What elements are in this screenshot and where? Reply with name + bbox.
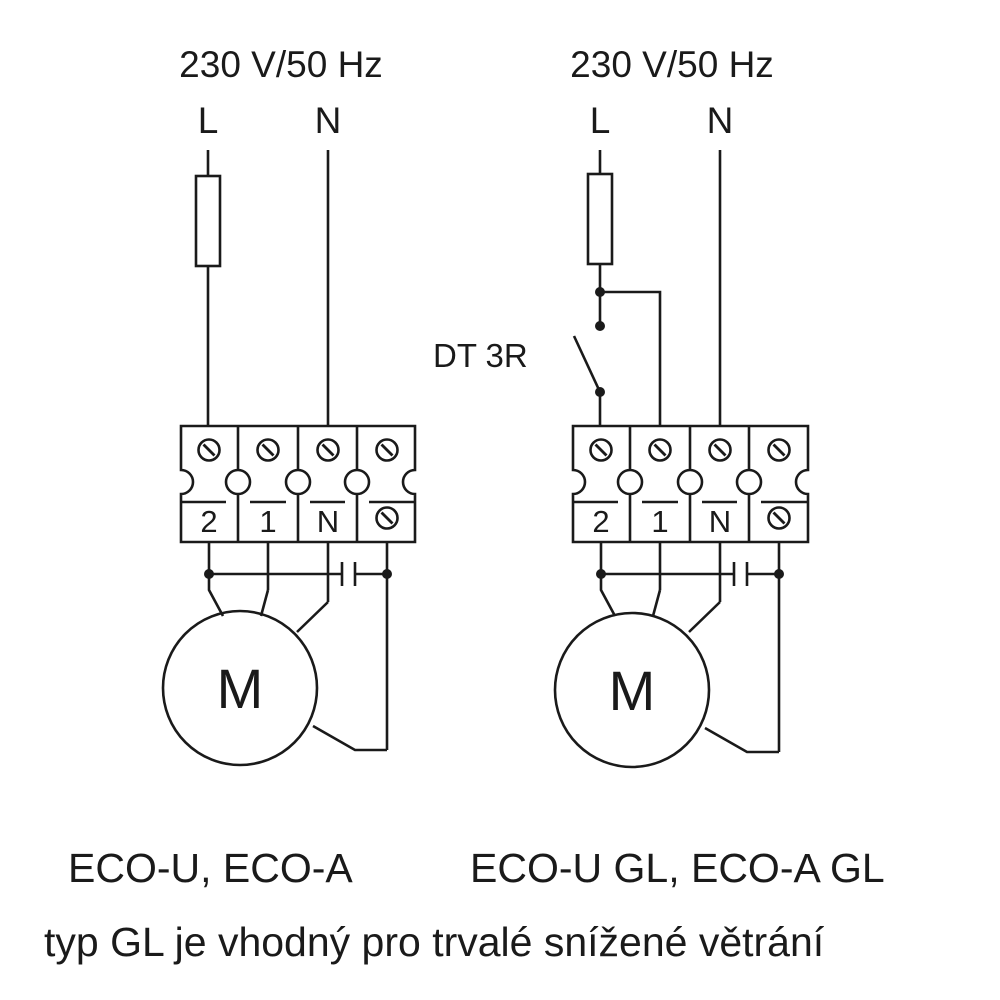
left-l-label: L [198,100,219,141]
right-l-label: L [590,100,611,141]
screw-terminal-icon [708,438,732,462]
right-terminal-1-label: 1 [651,504,668,539]
screw-terminal-icon [648,438,672,462]
screw-terminal-icon [256,438,280,462]
left-terminal-block [179,424,417,544]
motor-icon [553,611,711,769]
capacitor-icon [732,562,749,586]
left-supply-label: 230 V/50 Hz [179,44,383,85]
right-motor-label: M [609,659,656,722]
left-model-caption: ECO-U, ECO-A [68,845,353,891]
left-terminal-1-label: 1 [259,504,276,539]
switch-icon [572,321,605,397]
left-terminal-n-label: N [317,504,339,539]
left-n-label: N [315,100,342,141]
right-terminal-block [571,424,810,544]
screw-terminal-icon [197,438,221,462]
screw-terminal-icon [316,438,340,462]
right-supply-label: 230 V/50 Hz [570,44,774,85]
left-motor-label: M [217,657,264,720]
fuse-icon [194,174,222,268]
screw-terminal-icon [375,438,399,462]
fuse-icon [586,172,614,266]
right-terminal-2-label: 2 [592,504,609,539]
right-diagram: 230 V/50 Hz L N DT 3R [433,44,810,769]
left-terminal-2-label: 2 [200,504,217,539]
screw-terminal-icon [589,438,613,462]
right-n-label: N [707,100,734,141]
motor-icon [161,609,319,767]
screw-terminal-icon [767,438,791,462]
capacitor-icon [340,562,357,586]
footnote: typ GL je vhodný pro trvalé snížené větr… [44,919,825,965]
switch-label: DT 3R [433,337,528,374]
left-diagram: 230 V/50 Hz L N 2 1 N [161,44,417,767]
ground-terminal-icon [767,506,791,530]
right-model-caption: ECO-U GL, ECO-A GL [470,845,885,891]
right-terminal-n-label: N [709,504,731,539]
ground-terminal-icon [375,506,399,530]
